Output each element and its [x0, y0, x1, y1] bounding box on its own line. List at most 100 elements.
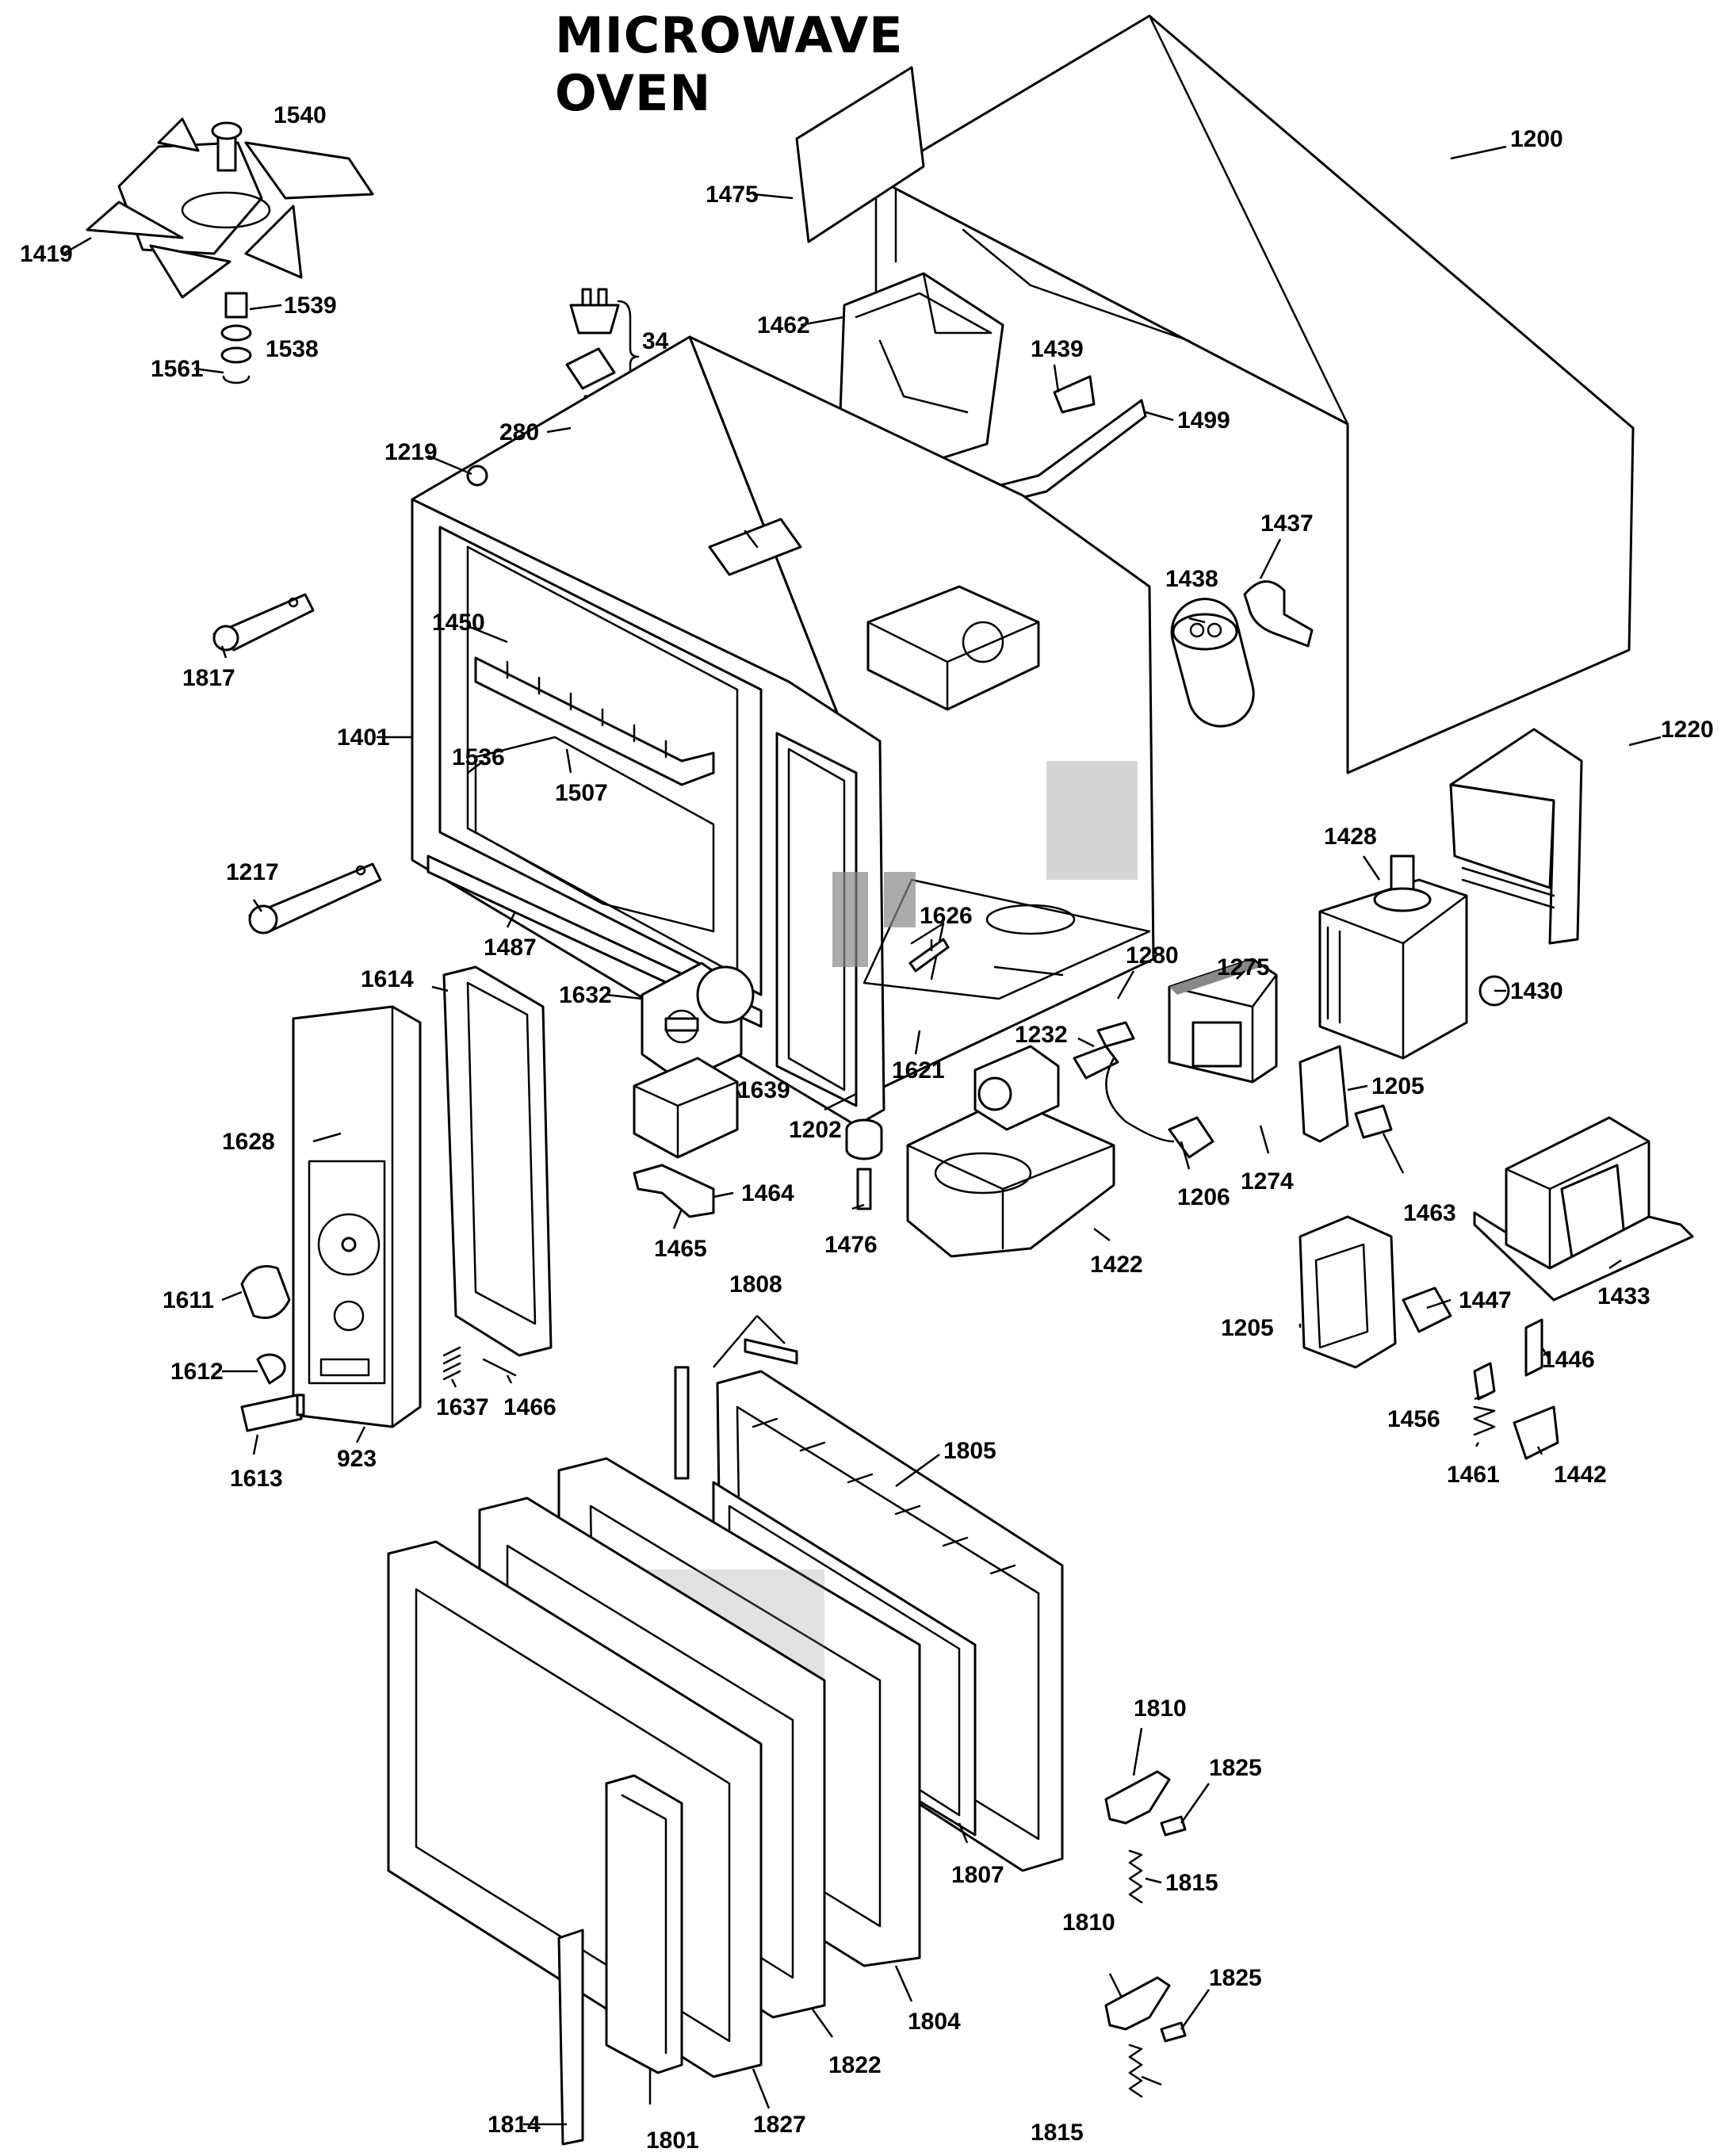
label-1274: 1274	[1241, 1168, 1294, 1195]
label-1476: 1476	[824, 1232, 878, 1258]
label-34: 34	[642, 328, 669, 354]
label-1419: 1419	[20, 241, 73, 267]
switch-holder-lower	[1299, 1215, 1452, 1369]
magnetron	[1318, 854, 1510, 1060]
label-1232: 1232	[1015, 1022, 1068, 1048]
label-1438: 1438	[1165, 566, 1218, 592]
label-1220: 1220	[1661, 717, 1714, 743]
label-1613: 1613	[230, 1466, 283, 1492]
label-1507: 1507	[555, 780, 608, 806]
stirrer-fan	[86, 117, 374, 384]
label-1433: 1433	[1597, 1283, 1650, 1309]
label-1538: 1538	[266, 336, 319, 362]
label-1808: 1808	[729, 1271, 782, 1298]
label-1810: 1810	[1134, 1695, 1187, 1722]
label-1614: 1614	[361, 966, 414, 992]
label-1217: 1217	[226, 859, 279, 885]
label-1461: 1461	[1447, 1462, 1500, 1488]
label-1825b: 1825	[1209, 1965, 1262, 1991]
label-1275: 1275	[1217, 954, 1270, 981]
hinge-upper	[212, 593, 315, 652]
label-1612: 1612	[170, 1359, 224, 1385]
label-1487: 1487	[484, 935, 537, 961]
label-1437: 1437	[1260, 510, 1314, 537]
label-280: 280	[499, 419, 539, 445]
label-923: 923	[337, 1446, 377, 1472]
switch-holder-upper	[1299, 1045, 1393, 1143]
label-1280: 1280	[1126, 942, 1179, 969]
label-1447: 1447	[1459, 1287, 1512, 1313]
hinge-lower	[248, 862, 382, 935]
label-1464: 1464	[741, 1180, 794, 1206]
label-1463: 1463	[1403, 1200, 1456, 1226]
label-1810b: 1810	[1062, 1909, 1115, 1936]
control-panel	[292, 1005, 422, 1428]
label-1621: 1621	[892, 1057, 945, 1084]
label-1626: 1626	[920, 903, 973, 929]
foot-bumper	[845, 1118, 883, 1210]
label-1428: 1428	[1324, 824, 1377, 850]
latch-hooks	[1104, 1770, 1187, 2098]
capacitor	[1170, 580, 1314, 728]
label-1637: 1637	[436, 1394, 489, 1420]
springs	[442, 1346, 517, 1381]
label-1611: 1611	[163, 1287, 214, 1313]
label-1422: 1422	[1090, 1252, 1143, 1278]
label-1628: 1628	[222, 1129, 275, 1155]
air-duct	[839, 272, 1004, 469]
label-1205: 1205	[1371, 1073, 1425, 1099]
choke-strips	[674, 1338, 798, 1480]
label-1442: 1442	[1554, 1462, 1607, 1488]
latch-rod-1814	[557, 1929, 584, 2146]
label-1815: 1815	[1165, 1870, 1218, 1896]
label-1827: 1827	[753, 2112, 806, 2138]
page-title: MICROWAVE OVEN	[555, 6, 904, 122]
label-1825: 1825	[1209, 1755, 1262, 1781]
switch-bracket-1464	[633, 1164, 715, 1218]
label-1450: 1450	[432, 610, 485, 636]
label-1632: 1632	[559, 982, 612, 1008]
label-1439: 1439	[1031, 336, 1084, 362]
label-1465: 1465	[654, 1236, 707, 1262]
transformer	[1473, 1116, 1694, 1302]
blower-assembly	[906, 1045, 1115, 1258]
label-1539: 1539	[284, 292, 337, 319]
door-handle-1801	[605, 1774, 683, 2074]
label-1814: 1814	[488, 2112, 541, 2138]
label-1639: 1639	[737, 1077, 790, 1103]
filter-housing	[1168, 958, 1278, 1084]
cover-panel	[795, 66, 925, 243]
label-1807: 1807	[951, 1862, 1004, 1888]
label-1219: 1219	[384, 439, 438, 465]
label-1200: 1200	[1510, 126, 1563, 152]
label-1206: 1206	[1177, 1184, 1230, 1210]
label-1822: 1822	[828, 2052, 882, 2078]
knobs	[240, 1265, 305, 1432]
label-1462: 1462	[757, 312, 810, 338]
label-1540: 1540	[273, 102, 327, 128]
label-1401: 1401	[337, 724, 390, 751]
blower-motor	[641, 961, 755, 1084]
label-1456: 1456	[1387, 1406, 1440, 1432]
label-1805: 1805	[943, 1438, 996, 1464]
label-1202: 1202	[789, 1117, 842, 1143]
oven-cavity	[411, 335, 1155, 1127]
label-1804: 1804	[908, 2009, 961, 2035]
part-labels: 1540 1200 1475 1419 1539 1538 1561 34 14…	[20, 102, 1714, 2154]
label-1499: 1499	[1177, 407, 1230, 434]
label-1561: 1561	[151, 356, 204, 382]
label-1466: 1466	[503, 1394, 557, 1420]
panel-backplate	[442, 965, 553, 1357]
timer-motor	[633, 1057, 739, 1159]
label-1801: 1801	[646, 2127, 699, 2154]
label-1446: 1446	[1542, 1347, 1595, 1373]
label-1817: 1817	[182, 665, 235, 691]
waveguide-shield	[1449, 728, 1583, 945]
label-1815b: 1815	[1031, 2120, 1084, 2146]
latch-parts	[1473, 1318, 1559, 1460]
label-1205b: 1205	[1221, 1315, 1274, 1341]
label-1475: 1475	[706, 182, 759, 208]
label-1536: 1536	[452, 744, 505, 770]
leader-lines	[63, 145, 1662, 2126]
